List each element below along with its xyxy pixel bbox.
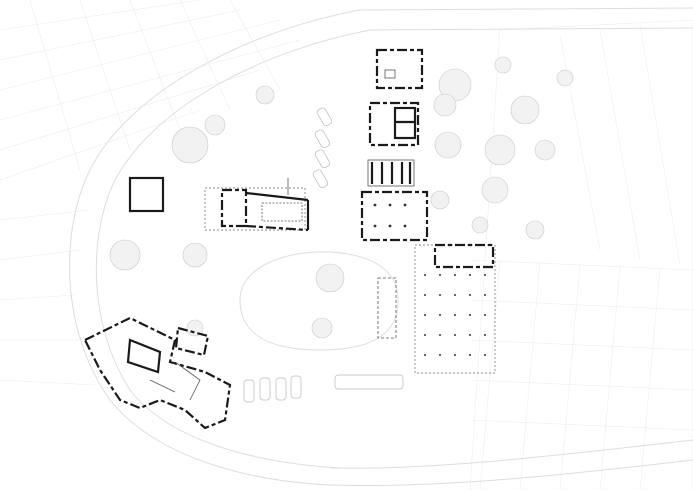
small-pavilion [128, 176, 165, 213]
farmhouse-cluster [83, 316, 232, 430]
long-barn [204, 178, 310, 232]
central-green [239, 251, 399, 351]
north-buildings [367, 48, 424, 187]
parked-cars [243, 107, 404, 403]
central-hall [360, 190, 429, 242]
open-shed-grid [377, 243, 496, 374]
tree-clusters [109, 56, 574, 339]
curved-road [69, 7, 693, 487]
